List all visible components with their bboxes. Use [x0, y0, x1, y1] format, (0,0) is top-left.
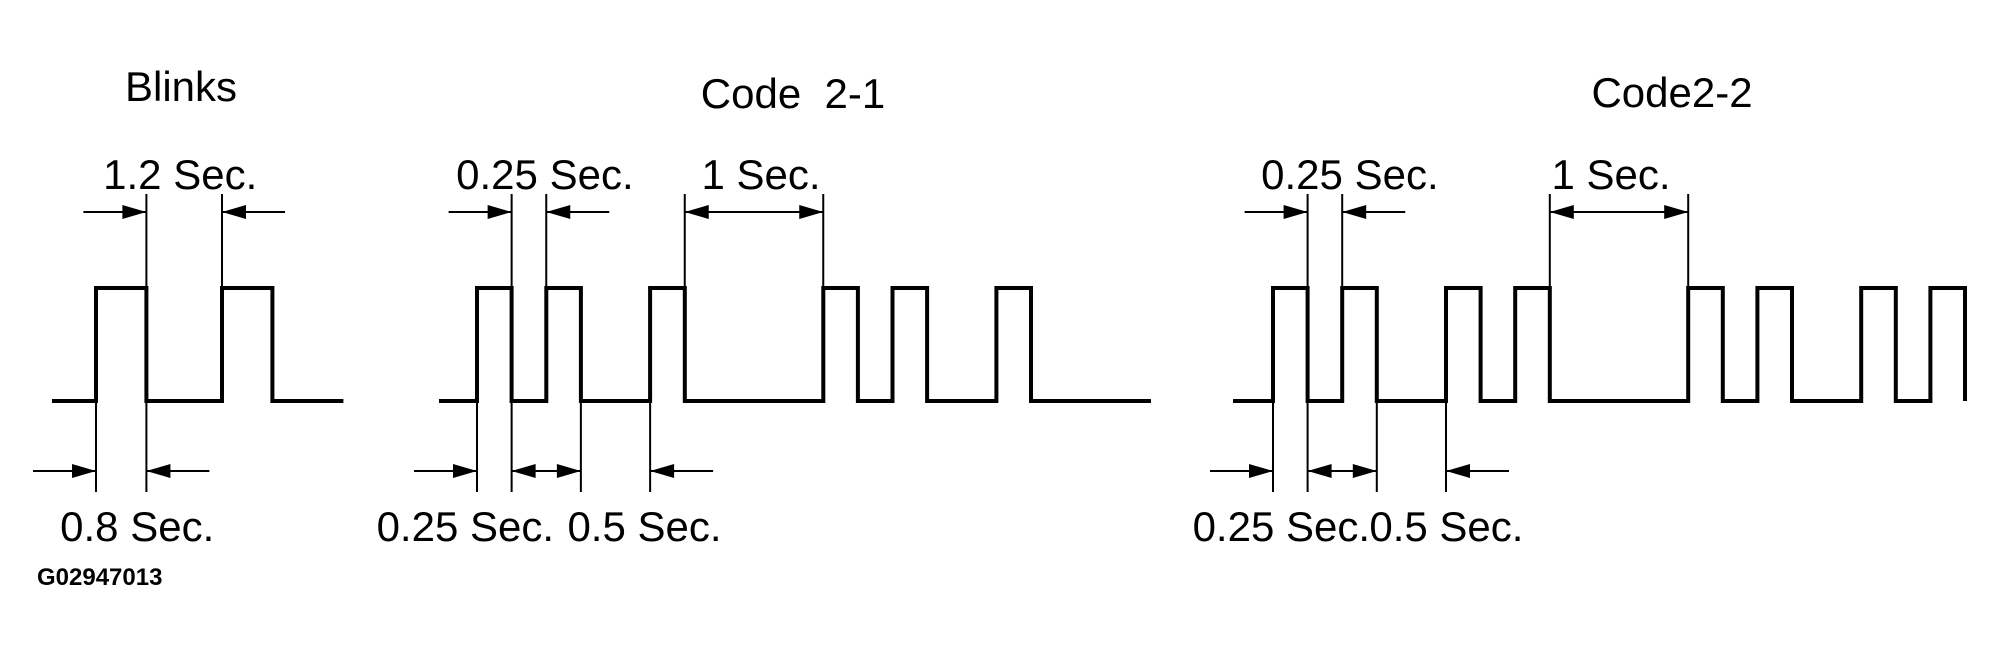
code-2-2-arrowhead: [1342, 205, 1367, 219]
code-2-2-dimension-label: 0.5 Sec.: [1369, 503, 1523, 550]
diagram-title-code-2-2: Code2-2: [1591, 69, 1753, 116]
code-2-2-arrowhead: [1446, 464, 1470, 478]
code-2-1-arrowhead: [546, 205, 571, 219]
code-2-1-dimension-label: 0.25 Sec.: [377, 503, 554, 550]
code-2-2-arrowhead: [1283, 205, 1308, 219]
blinks-arrowhead: [146, 464, 171, 478]
code-2-2-arrowhead: [1352, 464, 1377, 478]
code-2-2-waveform: [1233, 286, 1967, 403]
blinks-waveform: [52, 286, 344, 403]
diagram-title-blinks: Blinks: [124, 63, 238, 110]
code-2-1-dimension-label: 1 Sec.: [701, 151, 820, 198]
code-2-1-arrowhead: [453, 464, 477, 478]
blinks-dimension-label: 0.8 Sec.: [60, 503, 214, 550]
blinks-arrowhead: [222, 205, 246, 219]
code-2-1-arrowhead: [556, 464, 581, 478]
code-2-1-arrowhead: [650, 464, 675, 478]
code-2-1-dimension-label: 0.5 Sec.: [567, 503, 721, 550]
code-2-1-arrowhead: [487, 205, 512, 219]
code-2-2-dimension-label: 0.25 Sec.: [1261, 151, 1438, 198]
code-2-1-waveform: [439, 286, 1151, 403]
figure-id-label: G02947013: [37, 564, 163, 591]
code-2-2-dimension-label: 1 Sec.: [1551, 151, 1670, 198]
code-2-2-arrowhead: [1549, 205, 1574, 219]
blinks-arrowhead: [122, 205, 147, 219]
diagram-title-code-2-1: Code 2-1: [700, 70, 886, 117]
code-2-1-arrowhead: [684, 205, 709, 219]
code-2-2-dimension-label: 0.25 Sec.: [1193, 503, 1370, 550]
blinks-arrowhead: [72, 464, 96, 478]
code-2-1-dimension-label: 0.25 Sec.: [456, 151, 633, 198]
code-2-1-arrowhead: [799, 205, 824, 219]
blinks-dimension-label: 1.2 Sec.: [103, 151, 257, 198]
code-2-2-arrowhead: [1249, 464, 1273, 478]
code-2-2-arrowhead: [1664, 205, 1689, 219]
